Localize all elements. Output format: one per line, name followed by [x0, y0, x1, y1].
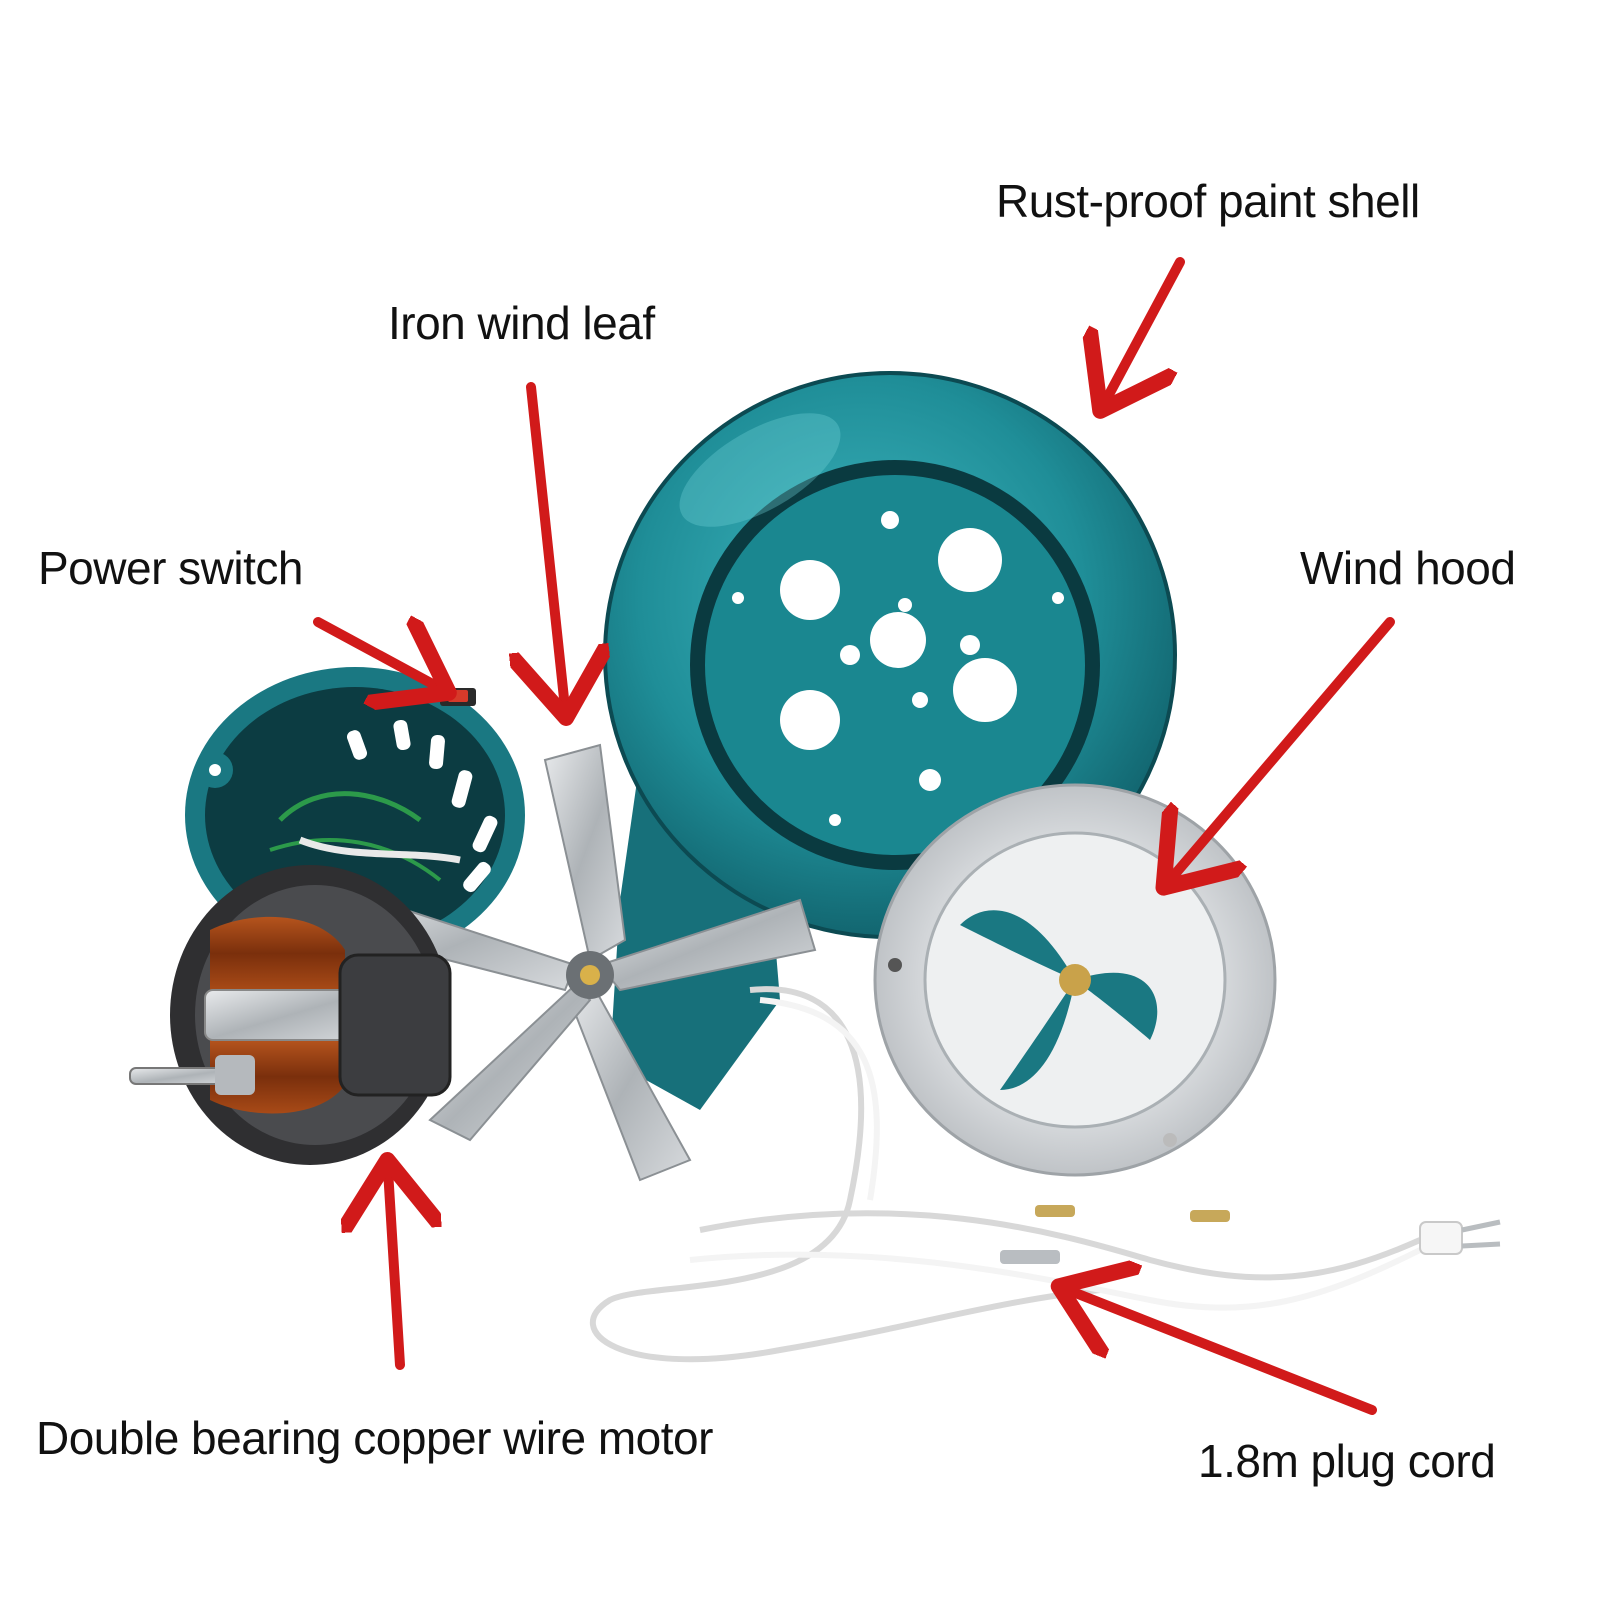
wind-hood [873, 783, 1277, 1177]
arrow-leaf [531, 382, 565, 708]
label-power-switch: Power switch [38, 542, 303, 594]
arrow-shell [1105, 257, 1185, 402]
label-wind-hood: Wind hood [1300, 542, 1516, 594]
arrow-motor [388, 1170, 400, 1370]
arrow-hood [1170, 617, 1395, 880]
copper-motor [129, 865, 452, 1165]
screw-hardware [1000, 1205, 1230, 1264]
shell-vent-holes [732, 511, 1064, 826]
label-plug-cord: 1.8m plug cord [1198, 1435, 1496, 1487]
plug-cord [589, 986, 1501, 1363]
arrow-switch [313, 622, 440, 688]
arrow-cord [1068, 1290, 1377, 1415]
callout-arrows [313, 257, 1395, 1415]
label-rust-proof-paint-shell: Rust-proof paint shell [996, 175, 1420, 227]
label-iron-wind-leaf: Iron wind leaf [388, 297, 655, 349]
label-copper-wire-motor: Double bearing copper wire motor [36, 1412, 713, 1464]
power-switch [440, 688, 476, 706]
